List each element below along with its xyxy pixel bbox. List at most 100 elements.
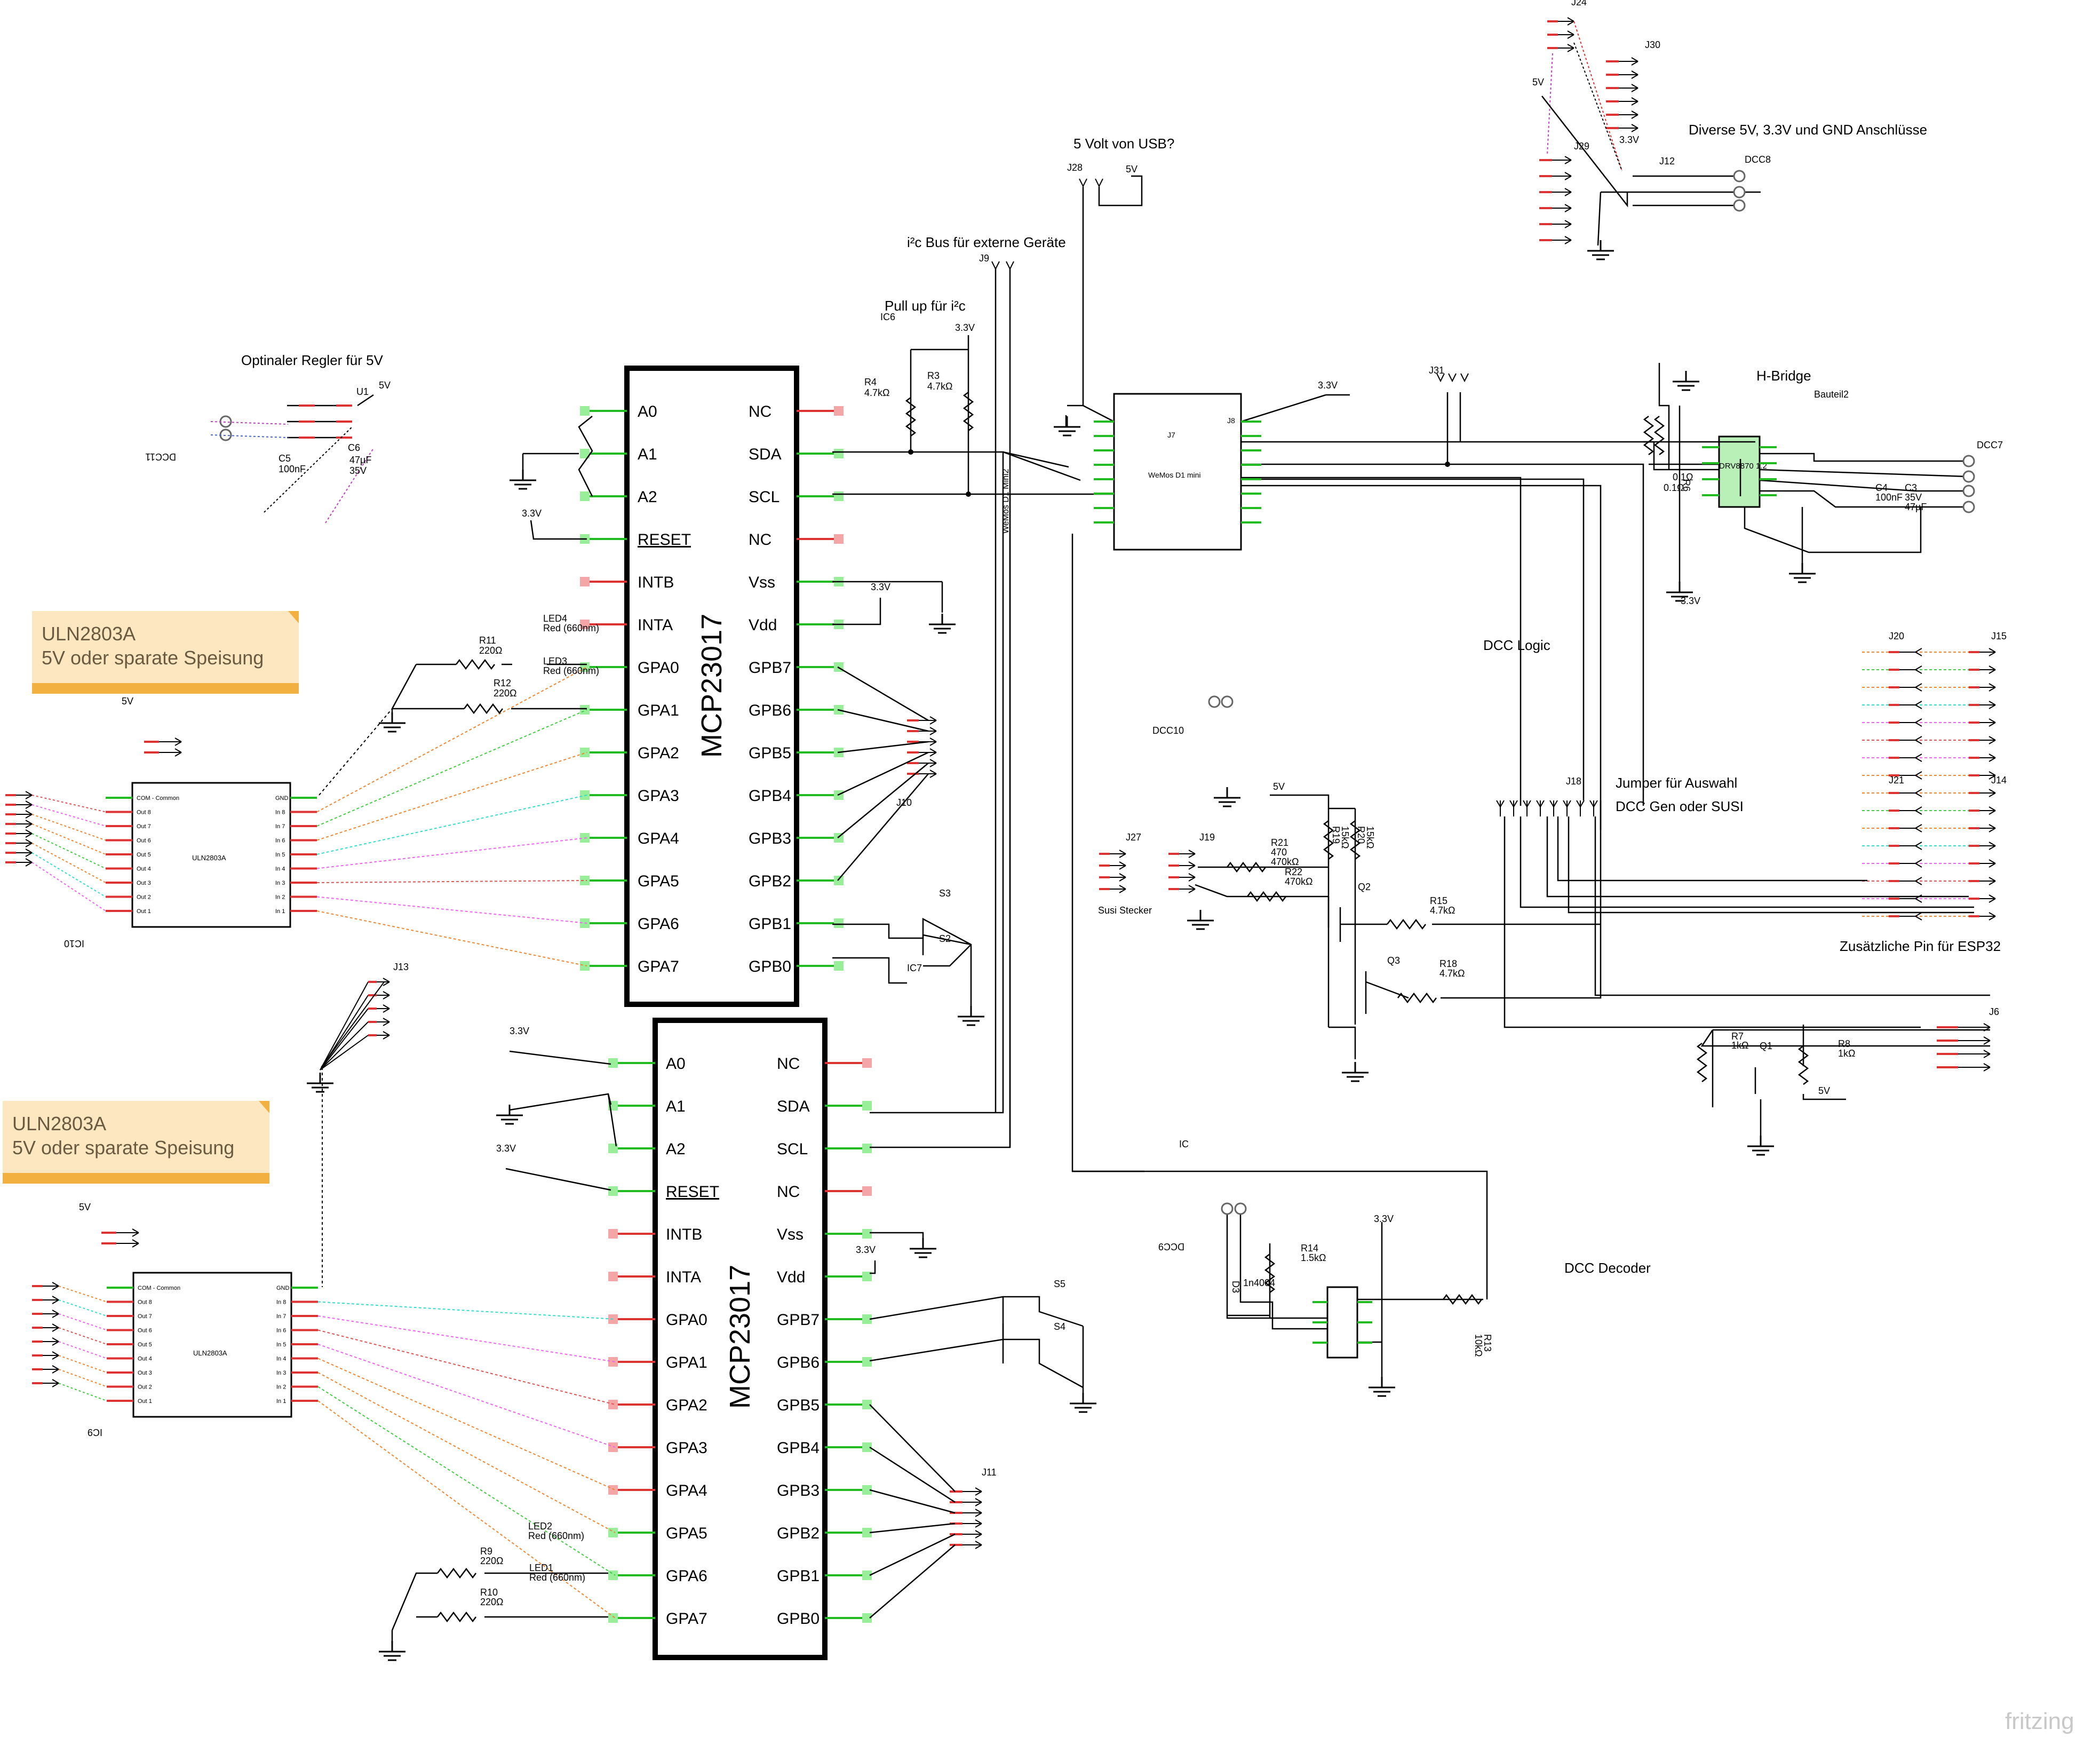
connector-pad[interactable] bbox=[1962, 470, 1975, 483]
heading-regler: Optinaler Regler für 5V bbox=[241, 352, 384, 368]
ground-symbol bbox=[379, 712, 405, 733]
pin-pad[interactable] bbox=[862, 1613, 872, 1623]
mcp23017-bottom[interactable]: MCP23017 A0A1A2RESETINTBINTAGPA0GPA1GPA2… bbox=[608, 1018, 872, 1660]
pin-pad[interactable] bbox=[862, 1357, 872, 1367]
pin-pad[interactable] bbox=[834, 961, 844, 971]
pin-pad[interactable] bbox=[608, 1272, 618, 1281]
pin-pad[interactable] bbox=[834, 876, 844, 885]
connector-pad[interactable] bbox=[1208, 695, 1221, 708]
component-label: 10kΩ bbox=[1473, 1334, 1484, 1357]
component-label: C3 bbox=[1905, 482, 1917, 493]
pin-pad[interactable] bbox=[834, 918, 844, 928]
note-uln-top[interactable]: ULN2803A 5V oder sparate Speisung bbox=[32, 611, 299, 694]
pin-pad[interactable] bbox=[580, 705, 590, 715]
uln-pin-label: In 6 bbox=[276, 1328, 286, 1334]
connector-pad[interactable] bbox=[1962, 501, 1975, 513]
pin-pad[interactable] bbox=[862, 1058, 872, 1068]
mcp23017-top[interactable]: MCP23017 A0A1A2RESETINTBINTAGPA0GPA1GPA2… bbox=[580, 366, 844, 1007]
component-label: J12 bbox=[1659, 156, 1675, 166]
component-label: R6 bbox=[1681, 479, 1692, 491]
connector-pad[interactable] bbox=[1962, 455, 1975, 467]
pin-pad[interactable] bbox=[608, 1186, 618, 1196]
pin-label: GPA4 bbox=[666, 1482, 707, 1500]
uln-pin-label: In 8 bbox=[276, 1299, 286, 1306]
pin-pad[interactable] bbox=[608, 1229, 618, 1239]
pin-pad[interactable] bbox=[862, 1442, 872, 1452]
component-label: 3.3V bbox=[496, 1143, 516, 1154]
pin-label: Vdd bbox=[749, 616, 777, 634]
ground-symbol bbox=[1342, 1062, 1369, 1082]
uln-name: ULN2803A bbox=[192, 854, 226, 862]
pin-pad[interactable] bbox=[580, 449, 590, 458]
pin-label: GPB7 bbox=[749, 659, 791, 677]
pin-pad[interactable] bbox=[862, 1485, 872, 1495]
pin-pad[interactable] bbox=[834, 449, 844, 458]
component-label: C5 bbox=[279, 453, 291, 464]
component-label: 220Ω bbox=[494, 688, 517, 699]
pin-label: GPB3 bbox=[749, 830, 791, 847]
ref-label: J8 bbox=[1227, 416, 1235, 425]
pin-pad[interactable] bbox=[608, 1058, 618, 1068]
pin-pad[interactable] bbox=[608, 1613, 618, 1623]
pin-pad[interactable] bbox=[608, 1442, 618, 1452]
component-label: LED3 bbox=[543, 656, 567, 667]
pin-pad[interactable] bbox=[580, 961, 590, 971]
component-label: Red (660nm) bbox=[528, 1530, 584, 1541]
pin-label: INTA bbox=[638, 616, 673, 634]
pin-pad[interactable] bbox=[580, 491, 590, 501]
pin-pad[interactable] bbox=[580, 577, 590, 586]
pin-pad[interactable] bbox=[862, 1400, 872, 1409]
component-label: J21 bbox=[1889, 775, 1904, 786]
pin-pad[interactable] bbox=[862, 1272, 872, 1281]
pin-pad[interactable] bbox=[862, 1571, 872, 1580]
heading-jumper-sub: DCC Gen oder SUSI bbox=[1616, 798, 1744, 814]
component-label: DCC8 bbox=[1745, 154, 1771, 165]
component-label: 3.3V bbox=[856, 1244, 876, 1255]
pin-pad[interactable] bbox=[862, 1186, 872, 1196]
pin-pad[interactable] bbox=[608, 1144, 618, 1153]
decoder-optocoupler[interactable] bbox=[1326, 1286, 1358, 1359]
pin-pad[interactable] bbox=[862, 1101, 872, 1111]
signal-wire bbox=[31, 795, 106, 813]
pin-label: RESET bbox=[666, 1183, 719, 1201]
pin-pad[interactable] bbox=[608, 1485, 618, 1495]
pin-pad[interactable] bbox=[862, 1229, 872, 1239]
connector-pad[interactable] bbox=[1221, 695, 1234, 708]
connector-pad[interactable] bbox=[1733, 186, 1746, 199]
note-uln-bottom[interactable]: ULN2803A 5V oder sparate Speisung bbox=[3, 1101, 269, 1184]
pin-pad[interactable] bbox=[834, 406, 844, 416]
signal-wire bbox=[31, 804, 106, 827]
signal-wire bbox=[317, 1400, 616, 1619]
pin-pad[interactable] bbox=[608, 1528, 618, 1537]
wemos-d1-mini[interactable]: WeMos D1 mini J7 J8 bbox=[1113, 393, 1242, 551]
pin-pad[interactable] bbox=[580, 876, 590, 885]
component-label: C6 bbox=[348, 442, 360, 453]
pin-label: GPA4 bbox=[638, 830, 679, 847]
pin-label: A1 bbox=[638, 446, 657, 463]
pin-pad[interactable] bbox=[862, 1314, 872, 1324]
connector-pad[interactable] bbox=[1962, 485, 1975, 497]
pin-pad[interactable] bbox=[862, 1528, 872, 1537]
signal-wire bbox=[58, 1369, 107, 1387]
component-label: IC bbox=[1179, 1139, 1189, 1149]
pin-label: GPA3 bbox=[666, 1439, 707, 1457]
pin-label: GPA2 bbox=[666, 1397, 707, 1414]
connector-pad[interactable] bbox=[1733, 199, 1746, 212]
signal-wire bbox=[317, 1358, 616, 1490]
component-label: S5 bbox=[1054, 1279, 1065, 1289]
component-label: J18 bbox=[1566, 776, 1581, 787]
heading-esp32: Zusätzliche Pin für ESP32 bbox=[1840, 938, 2001, 954]
pin-pad[interactable] bbox=[580, 620, 590, 629]
pin-pad[interactable] bbox=[580, 406, 590, 416]
pin-pad[interactable] bbox=[834, 491, 844, 501]
connector-pad[interactable] bbox=[1733, 170, 1746, 183]
connector-pad[interactable] bbox=[1234, 1202, 1247, 1215]
pin-pad[interactable] bbox=[608, 1571, 618, 1580]
pin-pad[interactable] bbox=[580, 748, 590, 757]
pin-pad[interactable] bbox=[834, 534, 844, 544]
drv8870-hbridge[interactable]: DRV8870 1.2 bbox=[1718, 435, 1767, 508]
pin-pad[interactable] bbox=[862, 1144, 872, 1153]
connector-pad[interactable] bbox=[1221, 1202, 1234, 1215]
